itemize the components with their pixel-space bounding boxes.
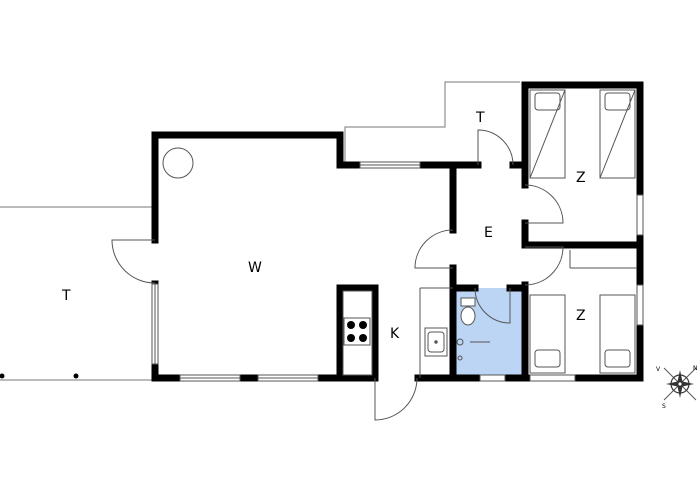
- room-label-bedroom-1: Z: [576, 170, 586, 186]
- toilet-icon: [460, 297, 476, 326]
- beds: [529, 89, 636, 374]
- compass-south: S: [662, 403, 666, 410]
- room-label-kitchen: K: [390, 326, 400, 342]
- cooktop-icon: [343, 317, 371, 346]
- thin-partitions: [419, 250, 637, 378]
- room-label-terrace-west: T: [61, 288, 71, 304]
- room-label-entrance: E: [484, 225, 493, 241]
- room-label-bedroom-2: Z: [576, 308, 586, 324]
- compass-west: V: [656, 366, 661, 373]
- shower-icon: [456, 338, 490, 361]
- terrace-post: [0, 373, 5, 379]
- compass-north: N: [693, 365, 698, 372]
- walls: [151, 81, 644, 382]
- room-label-living: W: [248, 260, 262, 276]
- kitchen-counter: [342, 290, 373, 376]
- stove-fireplace-icon: [162, 147, 194, 179]
- doors: [111, 129, 564, 421]
- terrace-west-outline: [0, 206, 152, 381]
- windows: [151, 161, 644, 382]
- terrace-north-outline: [344, 81, 520, 165]
- compass-rose-icon: N S V: [656, 365, 698, 410]
- sink-icon: [424, 327, 448, 357]
- terrace-post: [73, 373, 79, 379]
- room-label-terrace-north: T: [475, 110, 485, 126]
